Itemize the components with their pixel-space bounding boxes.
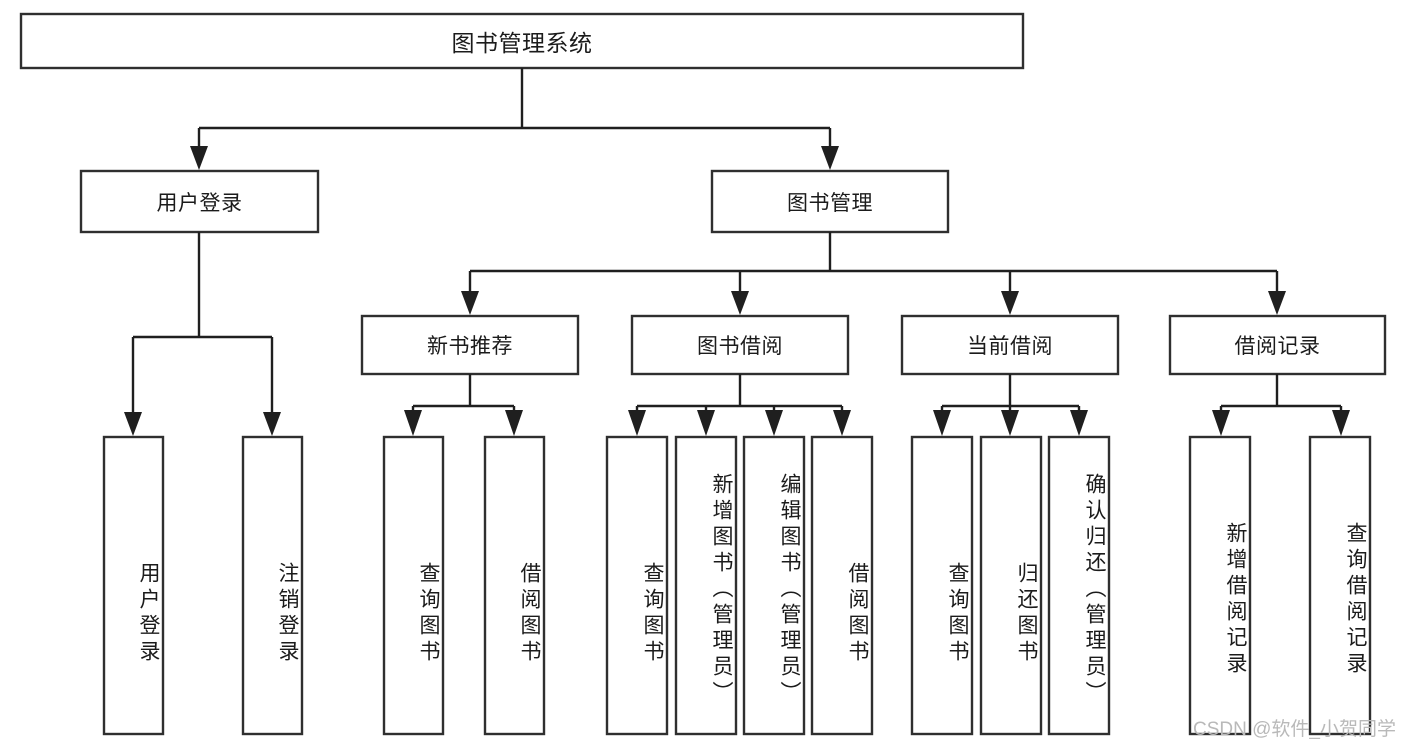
arrow-head-leaf-query-book-2 <box>628 410 646 436</box>
arrow-head-leaf-confirm-return <box>1070 410 1088 436</box>
arrow-head-book-management <box>821 146 839 170</box>
node-box-leaf-add-record[interactable] <box>1188 435 1252 736</box>
node-box-borrow-record[interactable] <box>1168 314 1387 376</box>
node-box-leaf-query-book-2[interactable] <box>605 435 669 736</box>
node-box-leaf-confirm-return[interactable] <box>1047 435 1111 736</box>
arrow-head-leaf-query-book-3 <box>933 410 951 436</box>
node-box-book-management[interactable] <box>710 169 950 234</box>
node-box-new-book-recommend[interactable] <box>360 314 580 376</box>
node-box-leaf-edit-book[interactable] <box>742 435 806 736</box>
arrow-head-leaf-query-record <box>1332 410 1350 436</box>
arrow-head-leaf-edit-book <box>765 410 783 436</box>
arrow-head-borrow-record <box>1268 291 1286 315</box>
node-box-leaf-return-book[interactable] <box>979 435 1043 736</box>
arrow-head-current-borrow <box>1001 291 1019 315</box>
node-box-leaf-add-book[interactable] <box>674 435 738 736</box>
node-box-leaf-query-book-1[interactable] <box>382 435 445 736</box>
arrow-head-leaf-add-record <box>1212 410 1230 436</box>
node-box-book-borrow[interactable] <box>630 314 850 376</box>
node-box-leaf-user-login[interactable] <box>102 435 165 736</box>
node-box-leaf-logout-login[interactable] <box>241 435 304 736</box>
node-box-leaf-borrow-book-1[interactable] <box>483 435 546 736</box>
node-box-current-borrow[interactable] <box>900 314 1120 376</box>
node-box-user-login[interactable] <box>79 169 320 234</box>
node-box-root[interactable] <box>19 12 1025 70</box>
arrow-head-leaf-add-book <box>697 410 715 436</box>
arrow-head-leaf-return-book <box>1001 410 1019 436</box>
node-box-leaf-query-record[interactable] <box>1308 435 1372 736</box>
node-box-leaf-query-book-3[interactable] <box>910 435 974 736</box>
arrow-head-leaf-query-book-1 <box>404 410 422 436</box>
arrow-head-book-borrow <box>731 291 749 315</box>
arrow-head-leaf-borrow-book-2 <box>833 410 851 436</box>
arrow-head-user-login <box>190 146 208 170</box>
node-box-leaf-borrow-book-2[interactable] <box>810 435 874 736</box>
arrow-head-leaf-user-login <box>124 412 142 436</box>
arrow-head-new-book-recommend <box>461 291 479 315</box>
arrow-head-leaf-logout-login <box>263 412 281 436</box>
arrow-head-leaf-borrow-book-1 <box>505 410 523 436</box>
